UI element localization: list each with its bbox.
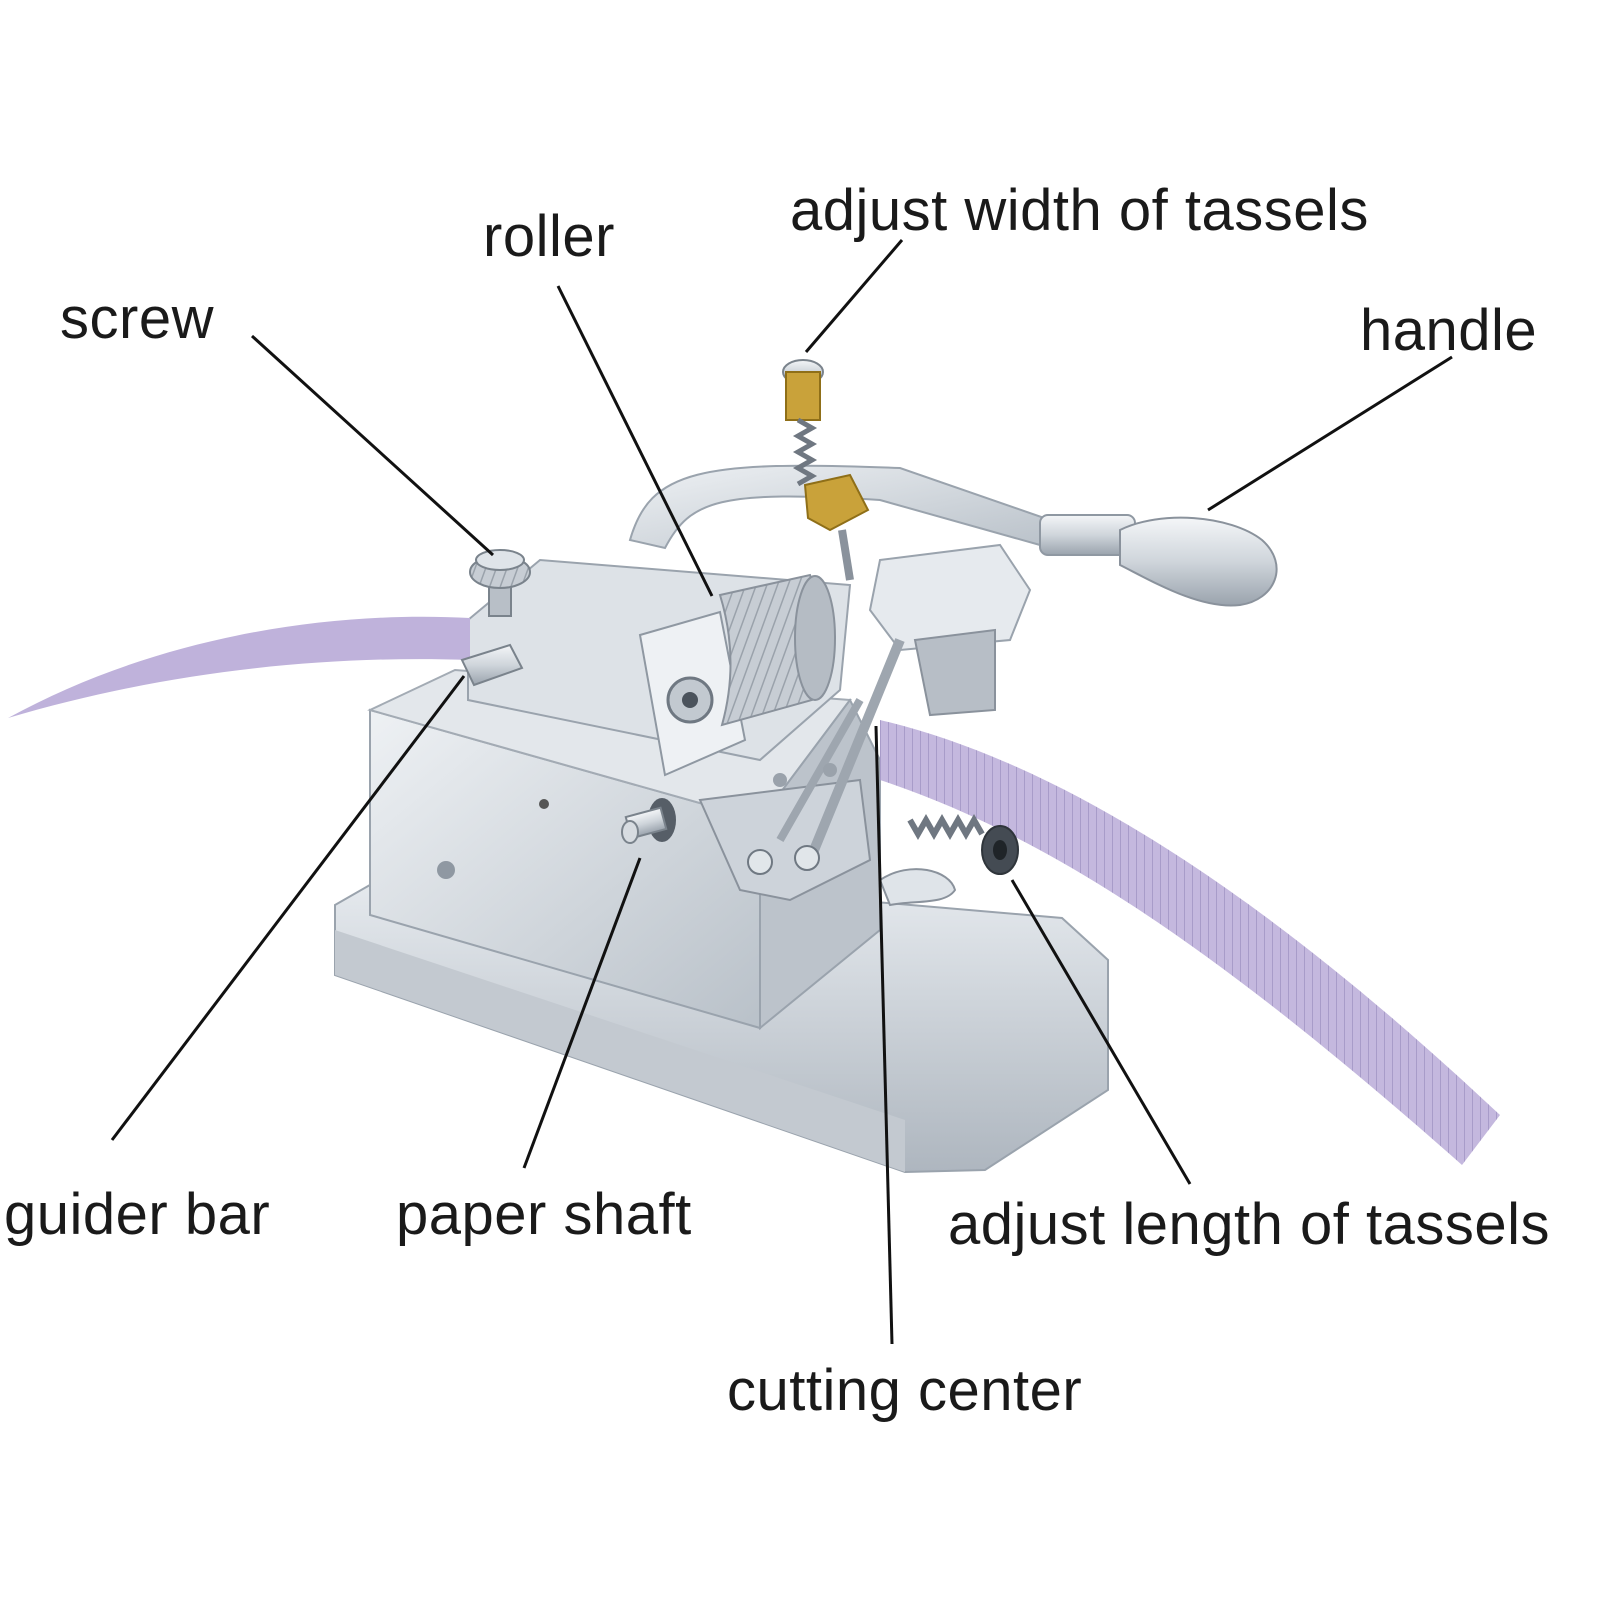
leader-line-cutting-center	[874, 725, 894, 1345]
leader-line-roller	[556, 285, 714, 597]
leader-line-adjust-length	[1010, 879, 1192, 1185]
label-roller: roller	[483, 204, 615, 269]
leader-line-screw	[250, 334, 495, 557]
handle-arm	[628, 464, 1278, 717]
screw-knob	[469, 549, 531, 617]
guider-bar-rod	[460, 643, 524, 687]
length-adjuster	[878, 813, 1019, 907]
leader-line-guider-bar	[110, 675, 466, 1141]
cutting-linkage	[698, 638, 905, 902]
leader-line-adjust-width	[804, 239, 904, 353]
paper-strip	[8, 616, 1500, 1165]
leader-line-paper-shaft	[522, 857, 642, 1169]
roller-cylinder	[718, 573, 836, 727]
paper-shaft-rod	[621, 798, 676, 844]
label-paper-shaft: paper shaft	[396, 1182, 692, 1247]
label-screw: screw	[60, 286, 214, 351]
label-handle: handle	[1360, 298, 1538, 363]
label-guider-bar: guider bar	[4, 1182, 271, 1247]
label-cutting-center: cutting center	[727, 1358, 1083, 1423]
width-adjuster	[782, 359, 870, 581]
leader-line-handle	[1207, 355, 1453, 512]
label-adjust-length-of-tassels: adjust length of tassels	[948, 1192, 1551, 1257]
label-adjust-width-of-tassels: adjust width of tassels	[790, 178, 1369, 243]
leader-lines	[110, 239, 1453, 1345]
